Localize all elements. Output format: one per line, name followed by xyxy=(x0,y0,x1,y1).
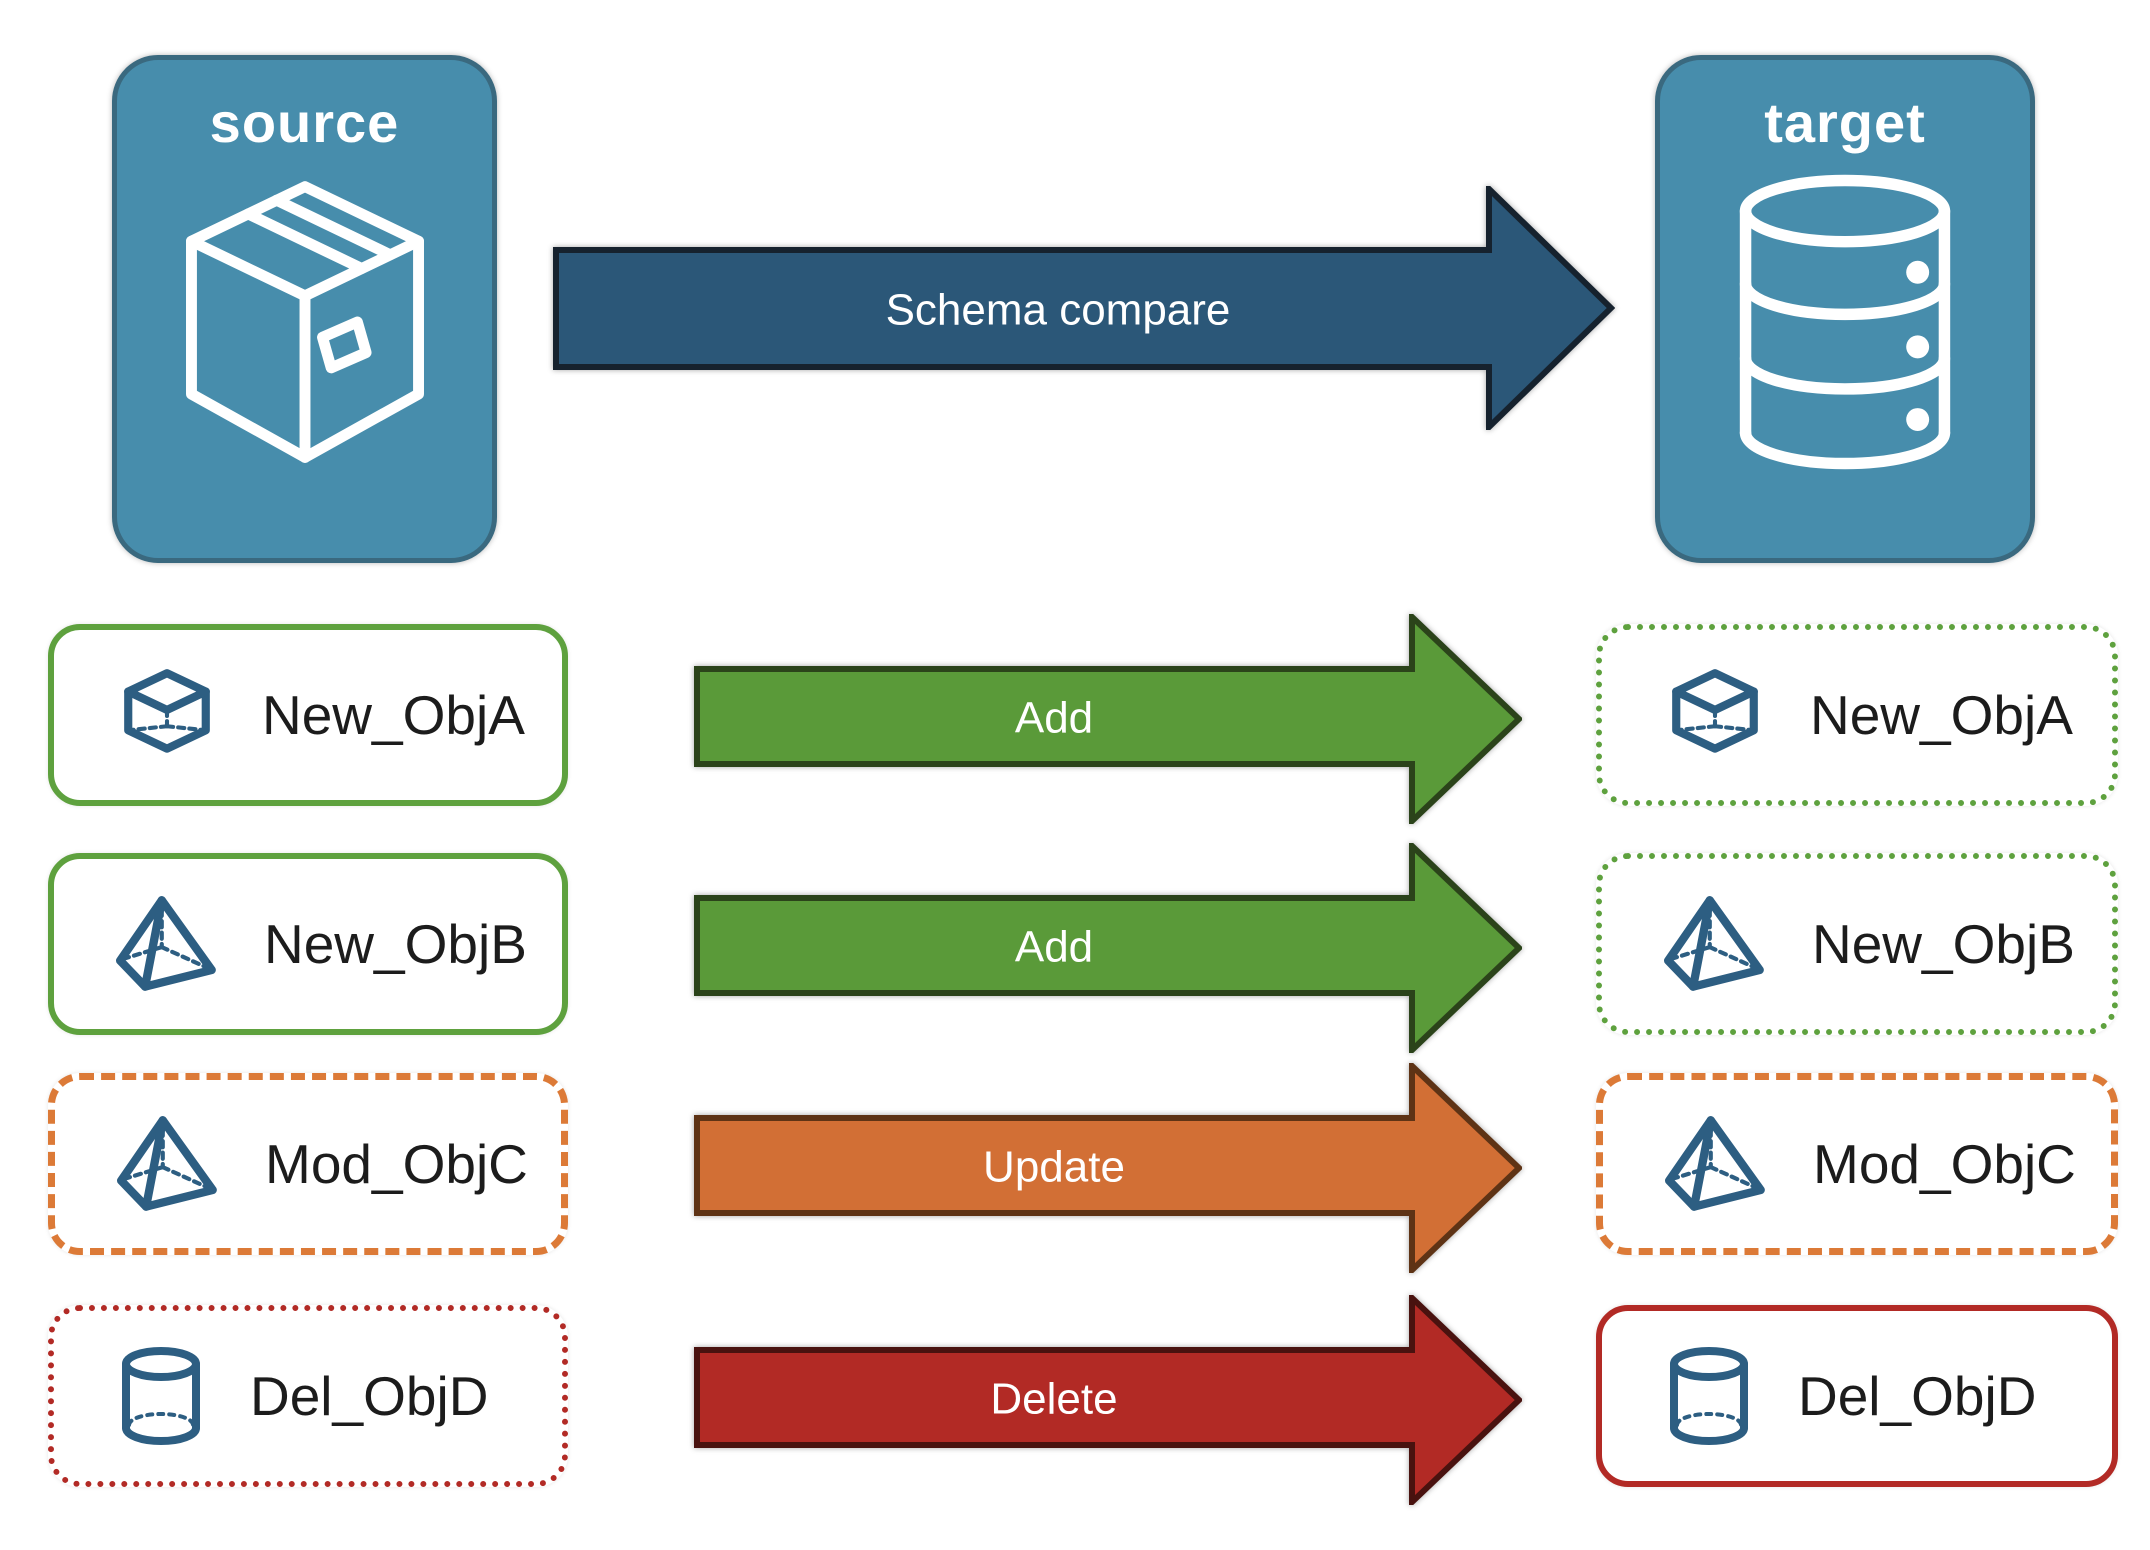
cube-icon xyxy=(124,669,210,753)
cylinder-icon xyxy=(1670,1347,1748,1445)
source-node-label: source xyxy=(209,91,400,154)
package-box-icon xyxy=(185,181,424,463)
pyramid-icon xyxy=(1664,895,1764,991)
target-object-box-new-obja: New_ObjA xyxy=(1596,624,2118,806)
target-object-box-new-objb: New_ObjB xyxy=(1596,853,2118,1035)
schema-compare-arrow: Schema compare xyxy=(553,186,1615,430)
source-object-box-del-objd: Del_ObjD xyxy=(48,1305,568,1487)
pyramid-icon xyxy=(117,1115,217,1211)
update-arrow: Update xyxy=(694,1063,1522,1273)
object-label: New_ObjA xyxy=(1810,684,2073,746)
object-label: New_ObjB xyxy=(1812,913,2075,975)
update-arrow-label: Update xyxy=(983,1143,1125,1192)
source-object-box-mod-objc: Mod_ObjC xyxy=(48,1073,568,1255)
object-label: New_ObjB xyxy=(264,913,527,975)
target-node: target xyxy=(1655,55,2035,563)
source-object-box-new-objb: New_ObjB xyxy=(48,853,568,1035)
pyramid-icon xyxy=(116,895,216,991)
add-arrow-label: Add xyxy=(1015,694,1093,743)
object-label: Del_ObjD xyxy=(250,1365,489,1427)
add-arrow: Add xyxy=(694,843,1522,1053)
database-icon xyxy=(1739,174,1951,470)
target-object-box-del-objd: Del_ObjD xyxy=(1596,1305,2118,1487)
cube-icon xyxy=(1672,669,1758,753)
schema-compare-arrow-label: Schema compare xyxy=(886,286,1231,335)
pyramid-icon xyxy=(1665,1115,1765,1211)
source-node: source xyxy=(112,55,497,563)
object-label: New_ObjA xyxy=(262,684,525,746)
target-node-label: target xyxy=(1764,91,1926,154)
add-arrow: Add xyxy=(694,614,1522,824)
object-label: Mod_ObjC xyxy=(1813,1133,2076,1195)
source-object-box-new-obja: New_ObjA xyxy=(48,624,568,806)
delete-arrow: Delete xyxy=(694,1295,1522,1505)
object-label: Mod_ObjC xyxy=(265,1133,528,1195)
target-object-box-mod-objc: Mod_ObjC xyxy=(1596,1073,2118,1255)
cylinder-icon xyxy=(122,1347,200,1445)
object-label: Del_ObjD xyxy=(1798,1365,2037,1427)
delete-arrow-label: Delete xyxy=(990,1375,1117,1424)
add-arrow-label: Add xyxy=(1015,923,1093,972)
